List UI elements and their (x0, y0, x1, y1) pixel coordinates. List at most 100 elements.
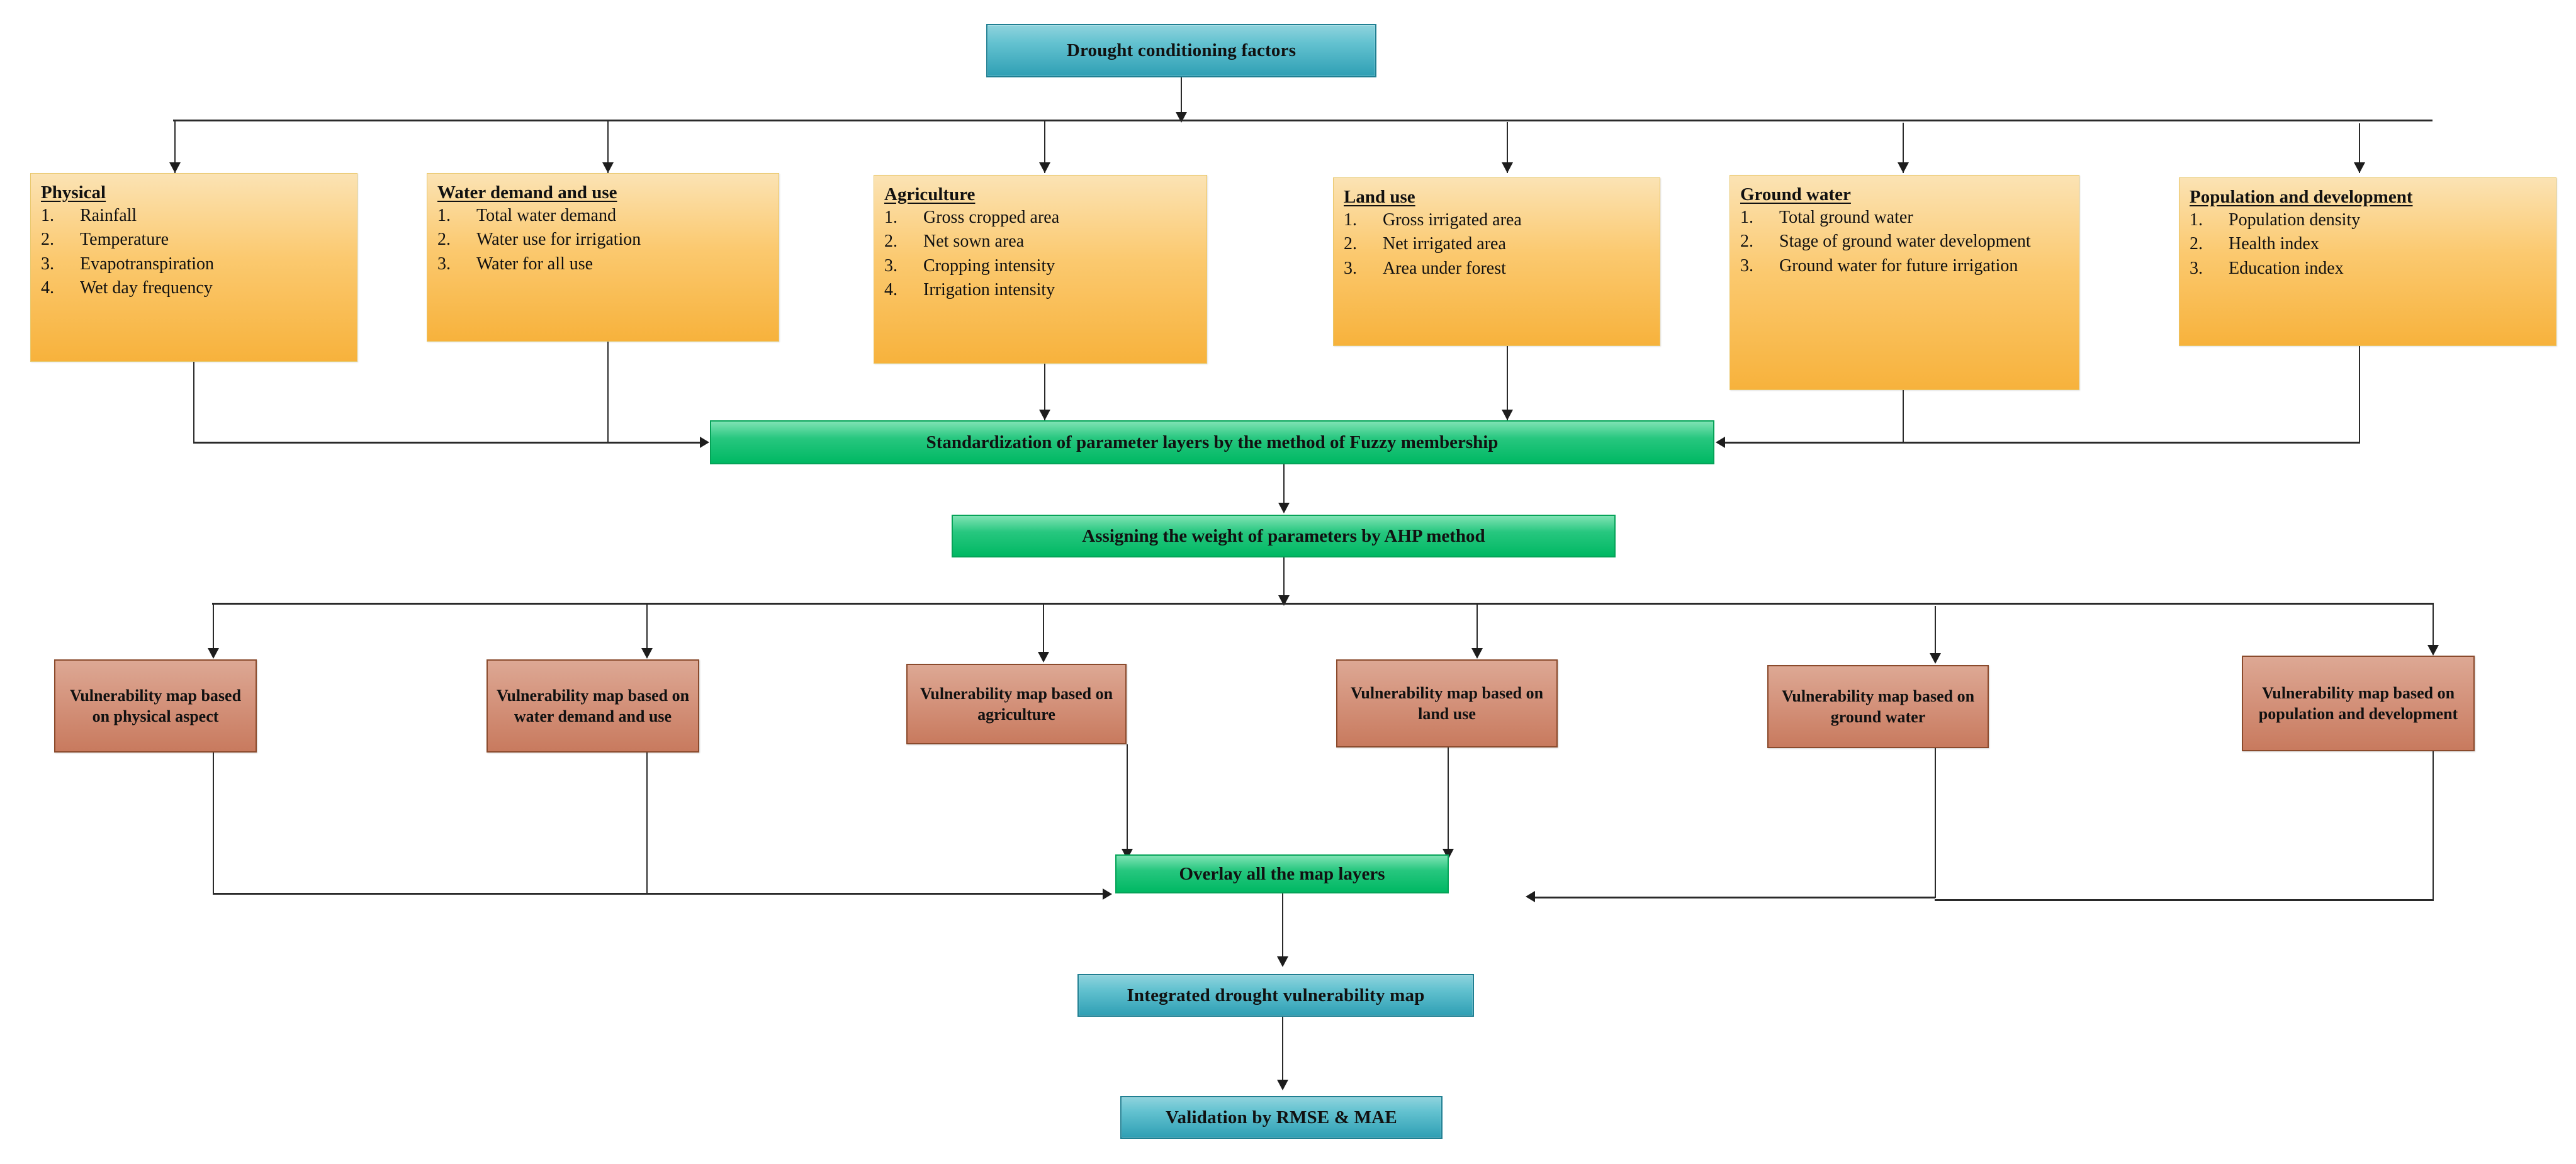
category-box-land-use[interactable]: Land use 1. Gross irrigated area 2. Net ir… (1333, 177, 1660, 346)
list-item: 4.Irrigation intensity (884, 279, 1200, 301)
connector-water-demand-down (607, 342, 609, 442)
list-item: 3. Cropping intensity (884, 255, 1200, 277)
node-label: Integrated drought vulnerability map (1127, 985, 1425, 1005)
node-overlay-map-layers[interactable]: Overlay all the map layers (1115, 854, 1449, 893)
connector-vuln-agriculture-down (1127, 744, 1128, 854)
arrow-to-vuln-land-use (1471, 648, 1483, 659)
item-text: Evapotranspiration (80, 254, 215, 274)
node-label: Vulnerability map based on physical aspe… (69, 686, 242, 725)
arrow-to-water-demand (602, 162, 614, 173)
vulnerability-map-ground-water[interactable]: Vulnerability map based on ground water (1767, 665, 1989, 748)
arrow-to-vuln-water-demand (641, 648, 653, 659)
connector-physical-down (193, 362, 194, 442)
item-number: 1. (1344, 210, 1357, 230)
category-title: Land use (1344, 187, 1415, 207)
connector-bus-to-vuln-agriculture (1043, 604, 1044, 658)
item-text: Water for all use (476, 254, 593, 274)
connector-standardization-to-ahp (1283, 464, 1285, 508)
list-item: 2. Water use for irrigation (437, 228, 772, 251)
node-standardization[interactable]: Standardization of parameter layers by t… (710, 420, 1714, 464)
item-text: Total ground water (1779, 208, 1913, 227)
node-label: Vulnerability map based on ground water (1781, 686, 1975, 726)
node-label: Drought conditioning factors (1066, 40, 1296, 60)
item-text: Irrigation intensity (923, 280, 1055, 300)
item-number: 4. (41, 278, 54, 298)
node-validation-rmse-mae[interactable]: Validation by RMSE & MAE (1120, 1096, 1443, 1139)
vulnerability-map-population[interactable]: Vulnerability map based on population an… (2242, 656, 2475, 751)
item-number: 2. (437, 230, 451, 250)
item-number: 3. (41, 254, 54, 274)
list-item: 3.Area under forest (1344, 257, 1653, 280)
connector-vuln-population-down (2433, 751, 2434, 901)
arrow-standardization-to-ahp (1278, 503, 1290, 513)
node-label: Vulnerability map based on population an… (2258, 683, 2458, 723)
category-box-population-and-development[interactable]: Population and development 1. Population … (2179, 177, 2556, 346)
item-number: 3. (1740, 255, 1753, 276)
arrow-right-feed-into-overlay (1526, 891, 1535, 902)
connector-ahp-stem (1283, 557, 1285, 602)
vulnerability-map-physical[interactable]: Vulnerability map based on physical aspe… (54, 659, 257, 753)
category-item-list: 1. Gross irrigated area 2. Net irrigated a… (1344, 209, 1653, 280)
category-box-physical[interactable]: Physical 1.Rainfall 2.Temperature 3. Evap… (30, 173, 357, 362)
arrow-to-ground-water (1898, 162, 1909, 173)
connector-ground-water-down (1903, 390, 1904, 444)
arrow-left-feed-into-overlay (1103, 888, 1112, 900)
category-box-agriculture[interactable]: Agriculture 1.Gross cropped area 2.Net s… (874, 175, 1207, 364)
list-item: 1.Rainfall (41, 204, 351, 227)
node-drought-conditioning-factors[interactable]: Drought conditioning factors (986, 24, 1376, 77)
vulnerability-map-land-use[interactable]: Vulnerability map based on land use (1336, 659, 1558, 747)
bus-vulnerability-distribution (212, 603, 2434, 605)
connector-vuln-ground-water-down (1935, 748, 1936, 898)
connector-root-stem (1181, 77, 1182, 118)
item-number: 1. (41, 206, 54, 225)
node-label: Overlay all the map layers (1179, 863, 1385, 884)
connector-bus-to-vuln-water-demand (646, 603, 648, 654)
node-ahp-weighting[interactable]: Assigning the weight of parameters by AH… (952, 515, 1616, 557)
arrow-agriculture-to-standardization (1039, 410, 1050, 420)
item-number: 2. (41, 230, 54, 250)
vulnerability-map-agriculture[interactable]: Vulnerability map based on agriculture (906, 664, 1127, 744)
category-title: Physical (41, 182, 106, 203)
item-number: 2. (1344, 234, 1357, 254)
connector-bus-to-vuln-physical (213, 603, 214, 654)
arrow-overlay-to-integrated (1277, 956, 1288, 967)
list-item: 1. Population density (2190, 209, 2550, 232)
category-box-water-demand-and-use[interactable]: Water demand and use 1.Total water deman… (427, 173, 779, 342)
connector-bus-to-vuln-ground-water (1935, 606, 1936, 658)
item-text: Gross irrigated area (1383, 210, 1522, 230)
connector-vuln-land-use-down (1448, 747, 1449, 854)
arrow-to-physical (169, 162, 181, 173)
item-text: Gross cropped area (923, 208, 1060, 227)
connector-bus-to-land-use (1507, 122, 1508, 173)
item-text: Stage of ground water development (1779, 232, 2031, 252)
category-box-ground-water[interactable]: Ground water 1.Total ground water 2.Stag… (1730, 175, 2079, 390)
item-text: Total water demand (476, 206, 616, 225)
connector-bus-to-water-demand (607, 120, 609, 173)
item-text: Health index (2229, 234, 2319, 254)
connector-lower-bus-right (1534, 897, 1935, 898)
connector-lower-bus-far-right (1935, 899, 2433, 901)
item-number: 1. (884, 208, 897, 227)
category-item-list: 1.Rainfall 2.Temperature 3. Evapotranspir… (41, 204, 351, 300)
item-text: Net irrigated area (1383, 234, 1506, 254)
node-label: Standardization of parameter layers by t… (926, 432, 1499, 452)
item-text: Water use for irrigation (476, 230, 641, 250)
list-item: 2.Temperature (41, 228, 351, 251)
connector-overlay-to-integrated (1282, 893, 1283, 961)
connector-land-use-down (1507, 346, 1508, 420)
vulnerability-map-water-demand[interactable]: Vulnerability map based on water demand … (487, 659, 699, 753)
item-number: 1. (1740, 208, 1753, 227)
item-number: 3. (884, 255, 897, 276)
item-text: Population density (2229, 210, 2361, 230)
item-number: 2. (1740, 232, 1753, 252)
node-label: Vulnerability map based on agriculture (920, 684, 1113, 724)
item-number: 3. (2190, 258, 2203, 278)
item-text: Cropping intensity (923, 255, 1055, 276)
category-title: Population and development (2190, 187, 2413, 207)
connector-ground-water-left (1724, 442, 1904, 444)
item-number: 1. (2190, 210, 2203, 230)
arrow-to-vuln-physical (208, 648, 219, 659)
node-integrated-drought-vulnerability-map[interactable]: Integrated drought vulnerability map (1077, 974, 1474, 1017)
item-text: Education index (2229, 258, 2344, 278)
